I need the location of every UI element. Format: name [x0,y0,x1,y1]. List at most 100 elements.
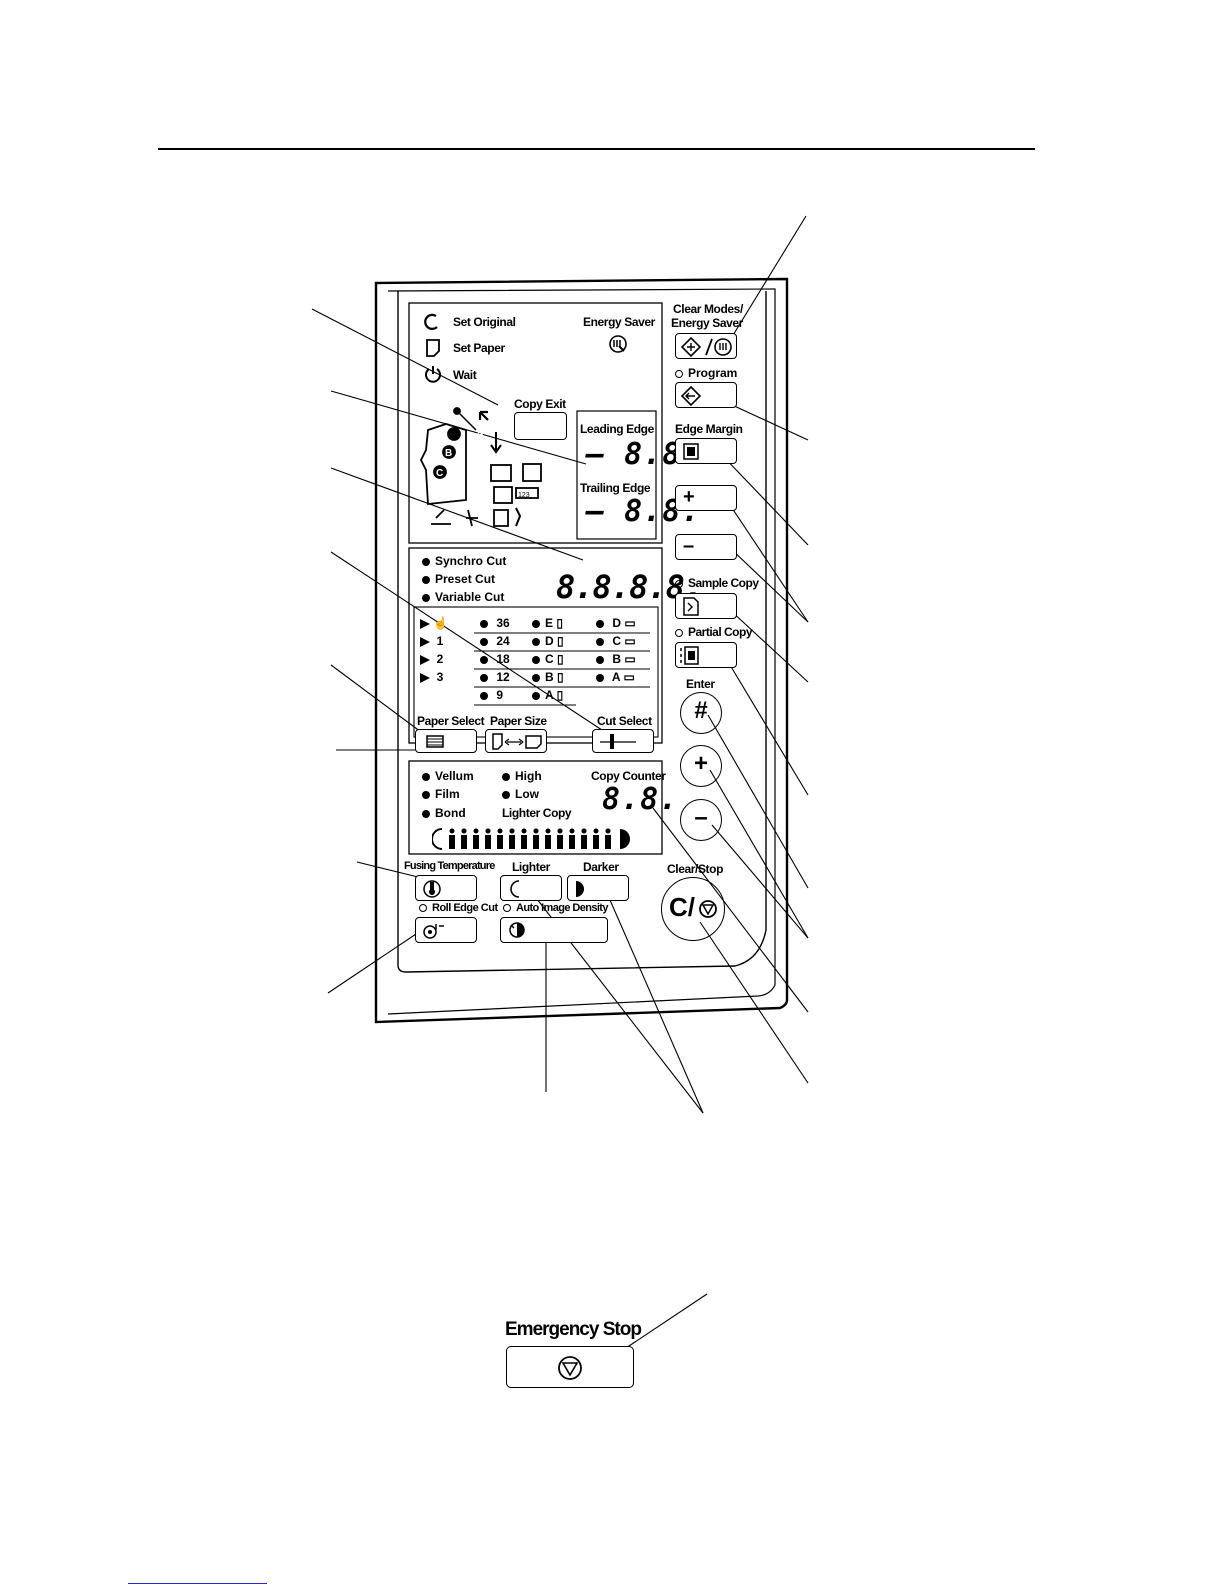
size-b-landscape: B ▭ [596,652,636,666]
sample-copy-button[interactable] [675,593,737,619]
emergency-stop-button[interactable] [506,1346,634,1388]
clear-modes-energy-saver-button[interactable] [675,333,737,359]
cut-select-label: Cut Select [597,714,652,728]
lighter-label: Lighter [512,860,550,874]
auto-image-density-indicator: Auto Image Density [503,902,608,914]
minus-key[interactable]: – [680,799,722,841]
minus-icon: – [683,535,695,557]
paper-select-label: Paper Select [417,714,485,728]
partial-copy-button[interactable] [675,642,737,668]
edge-margin-button[interactable] [675,438,737,464]
landscape-sheet-icon: ▭ [624,616,636,630]
svg-text:C: C [436,468,443,479]
size-d-portrait: D ▯ [532,634,564,648]
sample-copy-indicator: Sample Copy [675,576,759,590]
landscape-sheet-icon: ▭ [623,670,635,684]
auto-density-icon [509,922,525,938]
energy-saver-icon [609,335,627,353]
partial-copy-indicator: Partial Copy [675,625,753,639]
darker-icon [576,881,584,897]
landscape-sheet-icon: ▭ [624,634,636,648]
paper-tray-icon [426,735,444,748]
preset-cut-led-icon [422,575,430,584]
set-paper-label: Set Paper [453,341,505,355]
clear-modes-energy-saver-label: Energy Saver [671,316,743,330]
svg-text:A: A [476,428,484,440]
size-a-portrait: A ▯ [532,688,563,702]
synchro-cut-indicator: Synchro Cut [422,554,506,568]
fusing-temperature-label: Fusing Temperature [404,860,495,872]
clear-stop-button[interactable]: C/ [661,877,725,941]
width-36: 36 [480,616,510,630]
edge-minus-button[interactable]: – [675,534,737,560]
size-c-portrait: C ▯ [532,652,564,666]
paper-row-1: 1 [420,634,443,648]
plus-key[interactable]: + [680,745,722,787]
cut-icon [600,734,636,749]
set-original-icon [424,313,438,330]
plus-icon: + [683,486,695,508]
lighter-button[interactable] [500,875,562,901]
emergency-stop-label: Emergency Stop [505,1319,642,1340]
paper-row-2: 2 [420,652,443,666]
edge-margin-icon [683,443,699,460]
leading-edge-label: Leading Edge [580,422,654,436]
paper-size-label: Paper Size [490,714,547,728]
copy-counter-label: Copy Counter [591,769,666,783]
portrait-sheet-icon: ▯ [556,688,564,702]
program-button[interactable] [675,382,737,408]
clear-icon: C/ [669,892,695,922]
size-d-landscape: D ▭ [596,616,636,630]
density-scale-icon [432,828,630,850]
arrow-icon [420,672,430,683]
portrait-sheet-icon: ▯ [556,616,563,630]
variable-cut-indicator: Variable Cut [422,590,504,604]
thermometer-icon [423,880,441,898]
hash-icon: # [694,697,708,724]
plus-icon: + [693,750,708,777]
edge-margin-label: Edge Margin [675,422,743,436]
arrow-icon [420,618,430,629]
portrait-sheet-icon: ▯ [557,652,564,666]
size-c-landscape: C ▭ [596,634,636,648]
bond-indicator: Bond [422,806,466,820]
sample-copy-icon [683,597,699,616]
lighter-copy-label: Lighter Copy [502,806,572,820]
arrow-icon [420,654,430,665]
paper-size-icon [492,733,542,750]
darker-button[interactable] [567,875,629,901]
size-a-landscape: A ▭ [596,670,635,684]
width-9: 9 [480,688,503,702]
sample-copy-led-icon [675,579,683,588]
paper-select-button[interactable] [415,729,477,753]
paper-size-button[interactable] [485,729,547,753]
enter-button[interactable]: # [680,692,722,734]
manual-feed-icon: ☝ [433,616,449,630]
width-12: 12 [480,670,510,684]
width-18: 18 [480,652,510,666]
lighter-icon [510,880,520,898]
auto-image-density-led-icon [503,904,511,913]
high-indicator: High [502,769,542,783]
cut-select-button[interactable] [592,729,654,753]
portrait-sheet-icon: ▯ [557,634,564,648]
paper-row-manual: ☝ [420,616,448,630]
clear-stop-label: Clear/Stop [667,862,724,876]
edge-plus-button[interactable]: + [675,485,737,511]
fusing-temperature-button[interactable] [415,875,477,901]
partial-copy-led-icon [675,628,683,637]
roll-edge-cut-button[interactable] [415,917,477,943]
energy-saver-label: Energy Saver [583,315,655,329]
landscape-sheet-icon: ▭ [624,652,636,666]
mini-counter-icon: 123 [518,492,530,499]
enter-label: Enter [686,677,715,691]
auto-image-density-button[interactable] [500,917,608,943]
program-icon [681,386,701,406]
width-24: 24 [480,634,510,648]
low-indicator: Low [502,787,539,801]
variable-cut-led-icon [422,593,430,602]
machine-diagram-icon: A B C 123 [419,407,542,527]
vellum-indicator: Vellum [422,769,474,783]
emergency-stop-icon [558,1356,582,1380]
